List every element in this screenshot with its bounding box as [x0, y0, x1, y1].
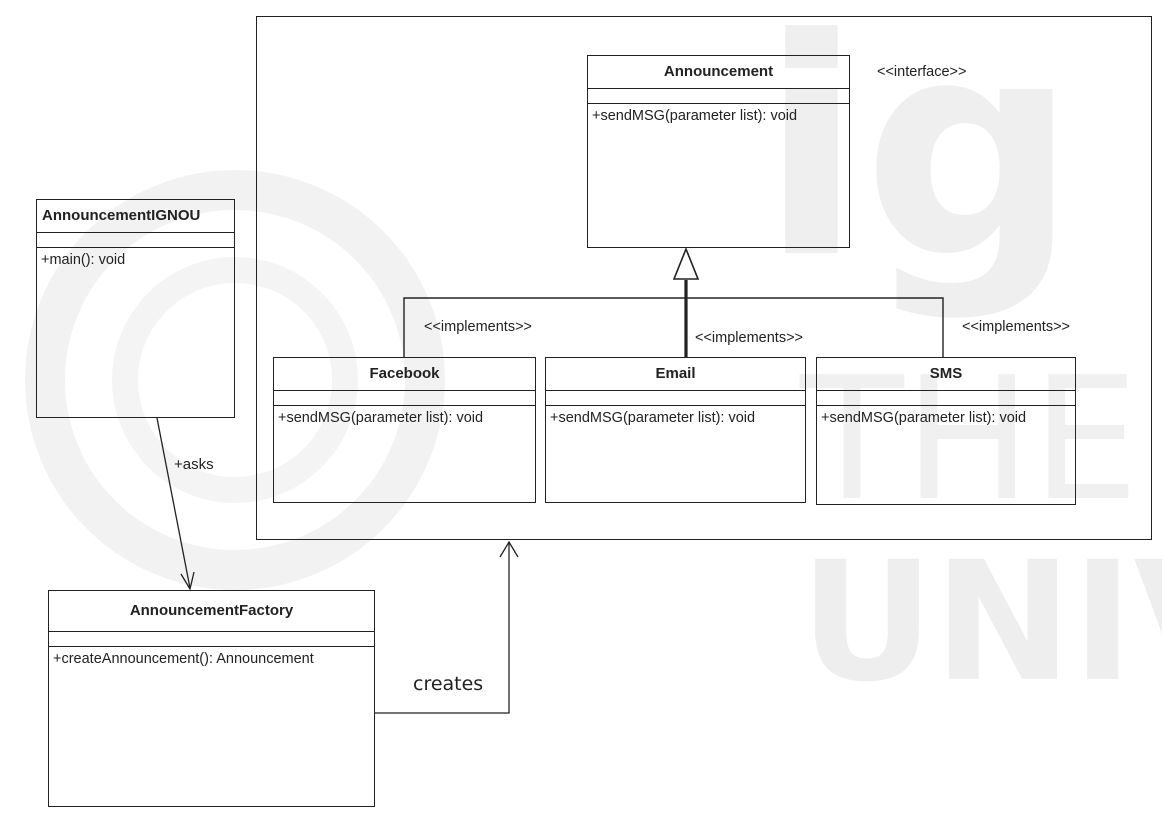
asks-arrowhead	[180, 571, 195, 591]
class-name: Facebook	[274, 358, 535, 391]
class-operation: +main(): void	[41, 252, 126, 268]
attributes-compartment	[546, 391, 805, 406]
creates-connector-line	[375, 542, 510, 714]
class-name: AnnouncementFactory	[49, 591, 374, 632]
asks-relation-label: +asks	[174, 456, 214, 473]
attributes-compartment	[274, 391, 535, 406]
asks-association-line	[156, 417, 191, 589]
implementation-package-frame	[256, 16, 1152, 540]
class-name: AnnouncementIGNOU	[37, 200, 234, 233]
class-operation: +sendMSG(parameter list): void	[278, 410, 484, 426]
announcement-ignou-class-box: AnnouncementIGNOU +main(): void	[36, 199, 235, 418]
class-name: SMS	[817, 358, 1075, 391]
email-class-box: Email +sendMSG(parameter list): void	[545, 357, 806, 503]
class-operation: +createAnnouncement(): Announcement	[53, 651, 314, 667]
watermark-line-univ: UNIV	[800, 526, 1162, 718]
implements-label-email: <<implements>>	[695, 330, 804, 346]
creates-arrowhead	[499, 540, 519, 558]
implements-label-sms: <<implements>>	[962, 319, 1071, 335]
attributes-compartment	[37, 233, 234, 248]
class-operation: +sendMSG(parameter list): void	[550, 410, 756, 426]
implements-label-facebook: <<implements>>	[424, 319, 533, 335]
realization-arrowhead	[672, 246, 700, 280]
facebook-class-box: Facebook +sendMSG(parameter list): void	[273, 357, 536, 503]
watermark-logo-text: ig	[760, 0, 1078, 324]
attributes-compartment	[588, 89, 849, 104]
class-name: Announcement	[588, 56, 849, 89]
watermark-line-the: THE P	[800, 341, 1162, 539]
attributes-compartment	[49, 632, 374, 647]
announcement-factory-class-box: AnnouncementFactory +createAnnouncement(…	[48, 590, 375, 807]
class-name: Email	[546, 358, 805, 391]
attributes-compartment	[817, 391, 1075, 406]
realization-branch	[403, 297, 944, 357]
class-operation: +sendMSG(parameter list): void	[821, 410, 1027, 426]
class-operation: +sendMSG(parameter list): void	[592, 108, 798, 124]
interface-stereotype-label: <<interface>>	[877, 64, 967, 80]
sms-class-box: SMS +sendMSG(parameter list): void	[816, 357, 1076, 505]
creates-relation-label: creates	[413, 673, 484, 695]
announcement-interface-box: Announcement +sendMSG(parameter list): v…	[587, 55, 850, 248]
